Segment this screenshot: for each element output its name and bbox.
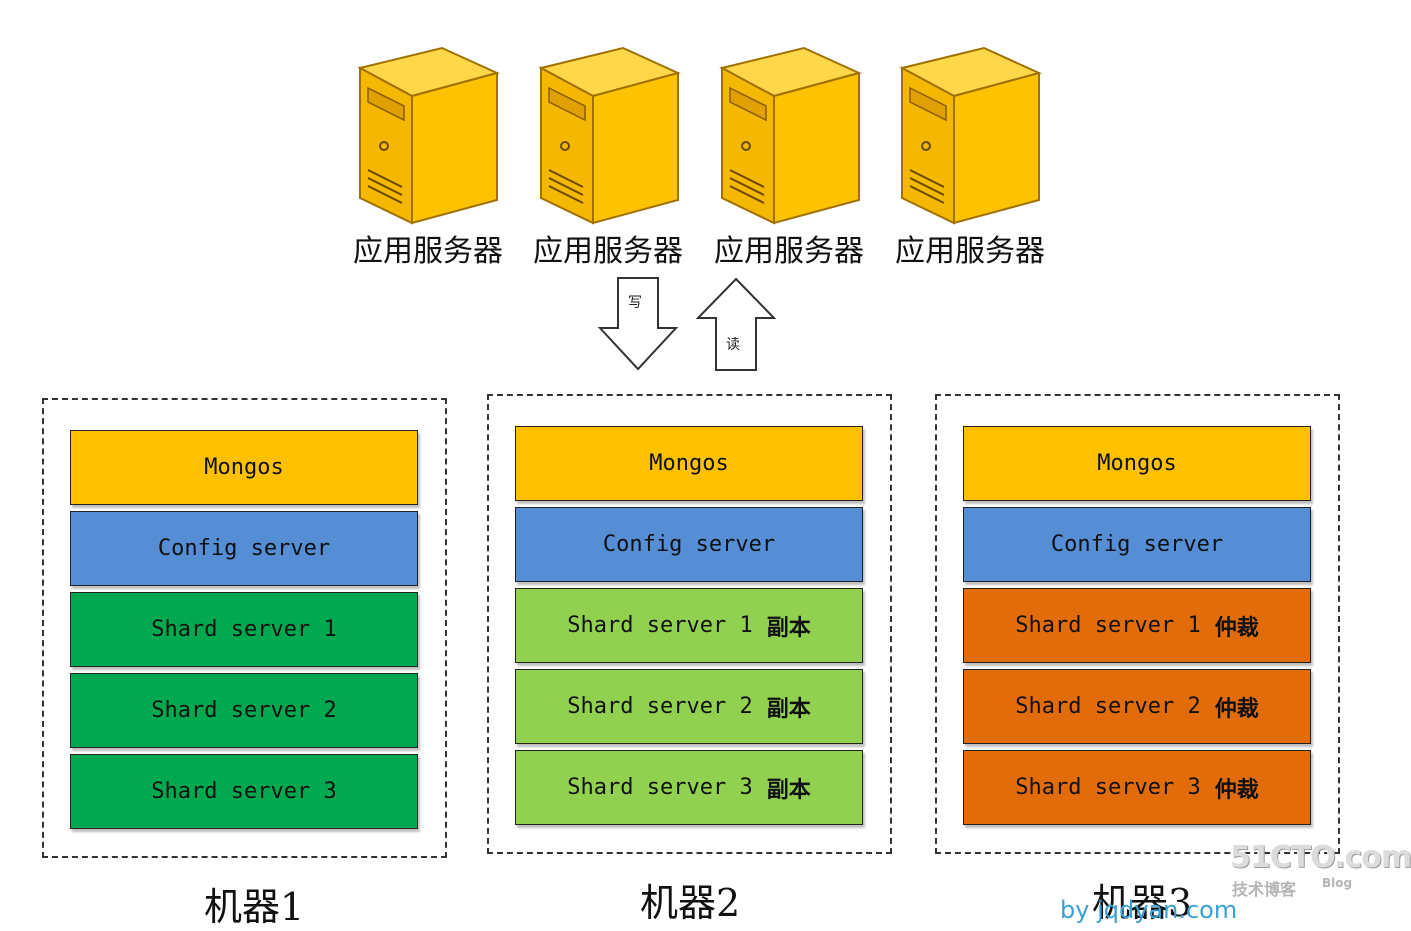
app-server-3 — [714, 28, 864, 228]
app-server-2 — [533, 28, 683, 228]
shard-server-block: Shard server 2 仲裁 — [963, 669, 1311, 744]
shard-role: 副本 — [766, 615, 811, 641]
shard-server-block: Shard server 3 仲裁 — [963, 750, 1311, 825]
server-label-3: 应用服务器 — [714, 234, 864, 269]
shard-label: Shard server 1 — [151, 617, 337, 642]
watermark-by: by jqdyan.com — [1060, 896, 1238, 924]
server-label-2: 应用服务器 — [533, 234, 683, 269]
app-server-1 — [352, 28, 502, 228]
shard-server-block: Shard server 3 — [70, 754, 418, 829]
shard-server-block: Shard server 1 副本 — [515, 588, 863, 663]
mongos-block: Mongos — [70, 430, 418, 505]
mongos-block: Mongos — [515, 426, 863, 501]
shard-label: Shard server 2 — [567, 694, 753, 719]
shard-label: Shard server 1 — [567, 613, 753, 638]
down-arrow-icon — [597, 277, 679, 371]
shard-role: 仲裁 — [1214, 696, 1259, 722]
shard-label: Shard server 3 — [1015, 775, 1201, 800]
server-icon — [719, 46, 862, 225]
watermark-subtitle: 技术博客 — [1232, 880, 1297, 899]
write-label: 写 — [628, 295, 642, 311]
server-icon — [899, 46, 1042, 225]
shard-label: Shard server 2 — [151, 698, 337, 723]
shard-label: Shard server 3 — [151, 779, 337, 804]
config-server-block: Config server — [515, 507, 863, 582]
watermark-logo: 51CTO.com — [1230, 840, 1411, 875]
read-label: 读 — [726, 337, 740, 353]
up-arrow-icon — [695, 277, 777, 371]
shard-role: 副本 — [766, 696, 811, 722]
config-server-block: Config server — [70, 511, 418, 586]
server-label-1: 应用服务器 — [353, 234, 503, 269]
machine-3-label: 机器3 — [1092, 881, 1193, 925]
app-server-4 — [894, 28, 1044, 228]
shard-server-block: Shard server 3 副本 — [515, 750, 863, 825]
mongos-block: Mongos — [963, 426, 1311, 501]
machine-2-box: Mongos Config server Shard server 1 副本 Sh… — [487, 394, 892, 854]
machine-3-box: Mongos Config server Shard server 1 仲裁 Sh… — [935, 394, 1340, 854]
shard-server-block: Shard server 1 仲裁 — [963, 588, 1311, 663]
shard-label: Shard server 2 — [1015, 694, 1201, 719]
shard-label: Shard server 3 — [567, 775, 753, 800]
server-icon — [357, 46, 500, 225]
machine-1-label: 机器1 — [204, 885, 305, 929]
shard-role: 仲裁 — [1214, 615, 1259, 641]
shard-label: Shard server 1 — [1015, 613, 1201, 638]
read-arrow — [694, 276, 778, 372]
config-server-block: Config server — [963, 507, 1311, 582]
shard-server-block: Shard server 1 — [70, 592, 418, 667]
watermark-blog: Blog — [1322, 876, 1353, 890]
machine-2-label: 机器2 — [640, 881, 741, 925]
shard-role: 副本 — [766, 777, 811, 803]
server-label-4: 应用服务器 — [895, 234, 1045, 269]
shard-server-block: Shard server 2 副本 — [515, 669, 863, 744]
shard-server-block: Shard server 2 — [70, 673, 418, 748]
shard-role: 仲裁 — [1214, 777, 1259, 803]
server-icon — [538, 46, 681, 225]
machine-1-box: Mongos Config server Shard server 1 Shar… — [42, 398, 447, 858]
write-arrow — [596, 276, 680, 372]
